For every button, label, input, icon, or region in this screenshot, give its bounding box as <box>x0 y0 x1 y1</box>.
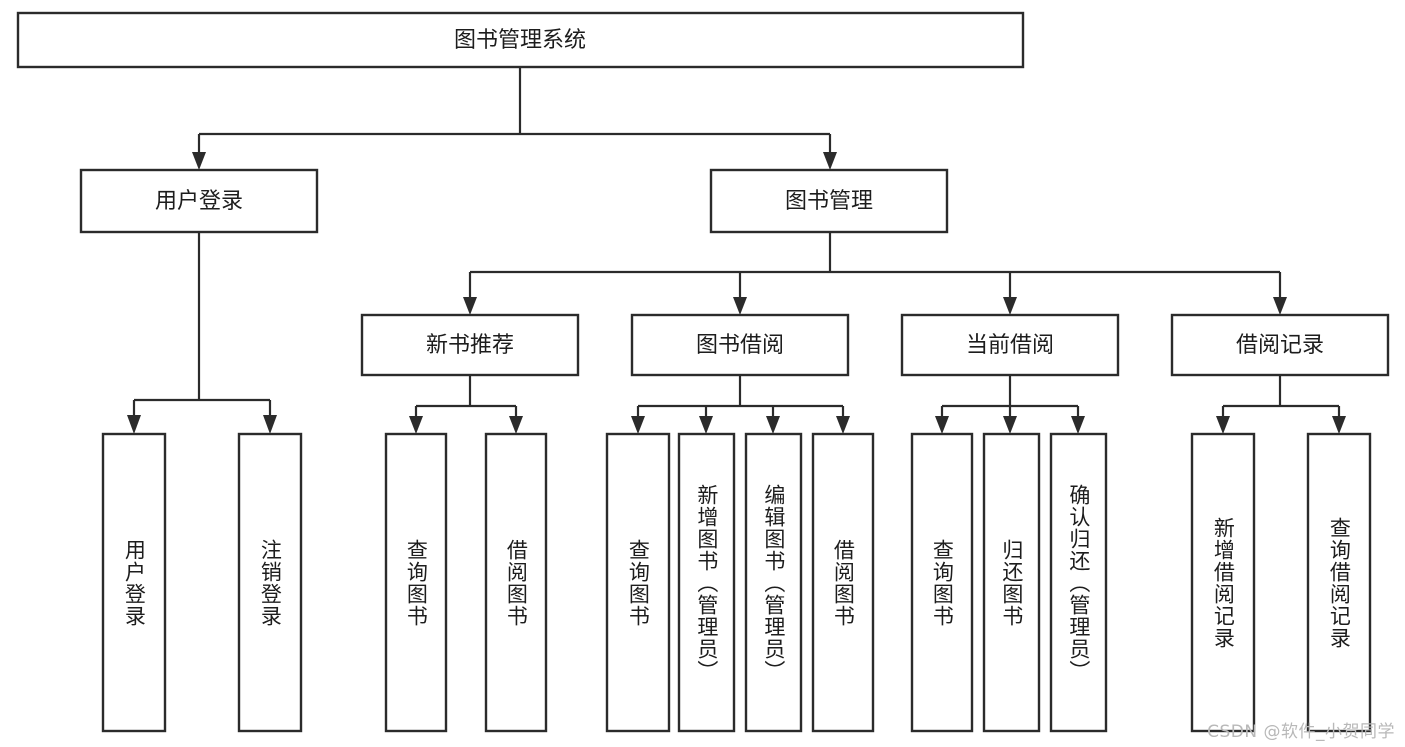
connector-group-book-manage <box>463 232 1287 315</box>
arrowhead-new-book-recommend <box>463 297 477 315</box>
arrowhead-leaf-borrow-book-2 <box>836 416 850 434</box>
node-leaf-return-book[interactable] <box>982 432 1041 733</box>
arrowhead-leaf-query-book-1 <box>409 416 423 434</box>
node-root[interactable] <box>16 11 1025 69</box>
csdn-watermark: CSDN @软件_小贺同学 <box>1207 722 1395 742</box>
node-leaf-add-book[interactable] <box>677 432 736 733</box>
node-book-manage[interactable] <box>709 168 949 234</box>
arrowhead-leaf-query-record <box>1332 416 1346 434</box>
connector-group-new-book-recommend <box>409 375 523 434</box>
node-book-borrow[interactable] <box>630 313 850 377</box>
node-book-manage-label: 图书管理 <box>785 189 873 214</box>
node-leaf-borrow-book-2[interactable] <box>811 432 875 733</box>
arrowhead-leaf-user-logout <box>263 415 277 434</box>
arrowhead-leaf-confirm-return <box>1071 416 1085 434</box>
arrowhead-leaf-borrow-book-1 <box>509 416 523 434</box>
arrowhead-leaf-edit-book <box>766 416 780 434</box>
node-user-login-label: 用户登录 <box>155 189 243 214</box>
node-leaf-query-record[interactable] <box>1306 432 1372 733</box>
arrowhead-book-borrow <box>733 297 747 315</box>
node-new-book-recommend-label: 新书推荐 <box>426 333 514 358</box>
node-leaf-edit-book[interactable] <box>744 432 803 733</box>
connector-group-current-borrow <box>935 375 1085 434</box>
arrowhead-current-borrow <box>1003 297 1017 315</box>
connector-group-borrow-record <box>1216 375 1346 434</box>
node-new-book-recommend[interactable] <box>360 313 580 377</box>
node-leaf-query-book-3[interactable] <box>910 432 974 733</box>
node-current-borrow[interactable] <box>900 313 1120 377</box>
arrowhead-leaf-query-book-2 <box>631 416 645 434</box>
connector-group-book-borrow <box>631 375 850 434</box>
node-leaf-confirm-return[interactable] <box>1049 432 1108 733</box>
node-borrow-record[interactable] <box>1170 313 1390 377</box>
node-root-label: 图书管理系统 <box>454 28 586 53</box>
arrowhead-user-login <box>192 152 206 170</box>
connector-group-root <box>192 67 837 170</box>
node-user-login[interactable] <box>79 168 319 234</box>
node-leaf-user-login[interactable] <box>101 432 167 733</box>
node-leaf-borrow-book-1[interactable] <box>484 432 548 733</box>
node-book-borrow-label: 图书借阅 <box>696 333 784 358</box>
connector-group-user-login <box>127 232 277 434</box>
node-leaf-user-logout[interactable] <box>237 432 303 733</box>
arrowhead-borrow-record <box>1273 297 1287 315</box>
arrowhead-leaf-query-book-3 <box>935 416 949 434</box>
node-leaf-add-record[interactable] <box>1190 432 1256 733</box>
node-leaf-query-book-2[interactable] <box>605 432 671 733</box>
arrowhead-book-manage <box>823 152 837 170</box>
arrowhead-leaf-add-record <box>1216 416 1230 434</box>
arrowhead-leaf-add-book <box>699 416 713 434</box>
arrowhead-leaf-return-book <box>1003 416 1017 434</box>
node-current-borrow-label: 当前借阅 <box>966 333 1054 358</box>
node-borrow-record-label: 借阅记录 <box>1236 333 1324 358</box>
node-leaf-query-book-1[interactable] <box>384 432 448 733</box>
arrowhead-leaf-user-login <box>127 415 141 434</box>
